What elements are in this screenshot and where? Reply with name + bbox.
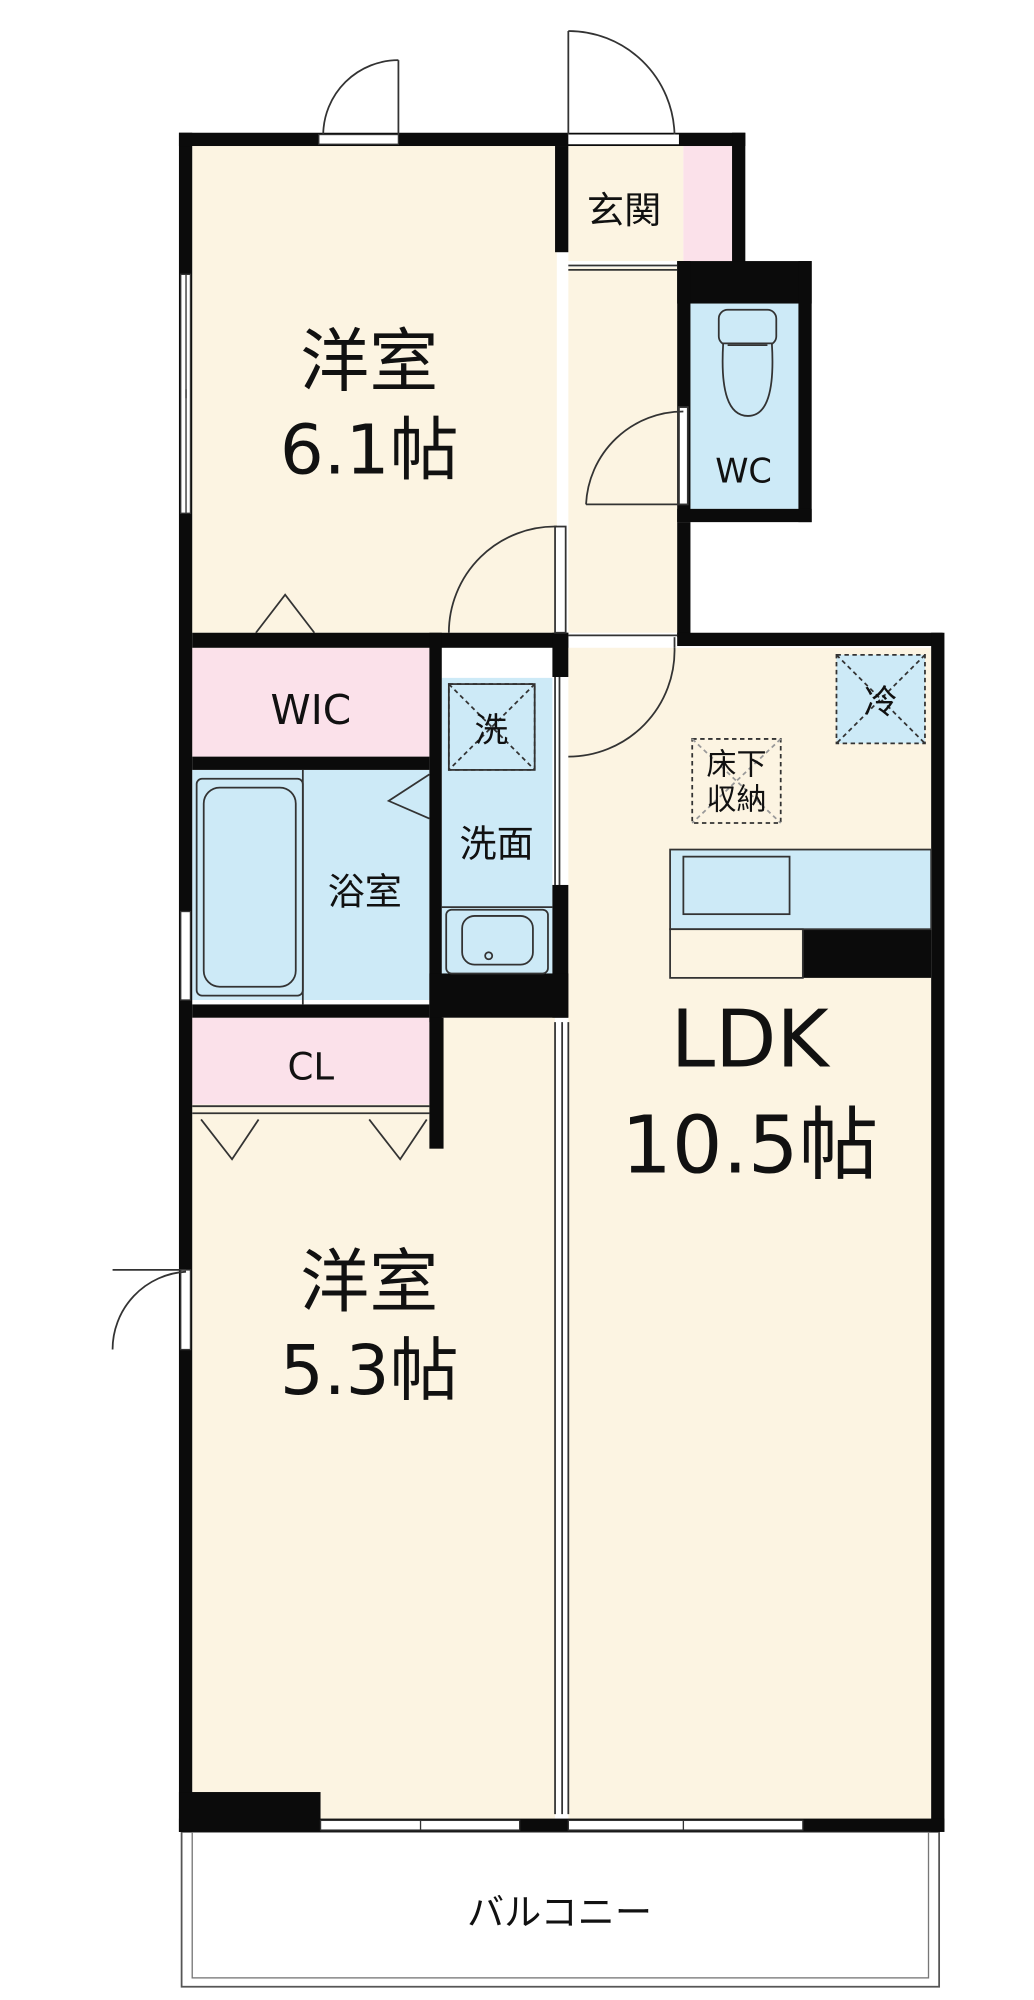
bedroom1-name: 洋室 xyxy=(300,322,438,402)
bedroom2-name: 洋室 xyxy=(300,1242,438,1322)
storage-label-2: 収納 xyxy=(706,783,766,818)
toilet-icon xyxy=(717,308,778,347)
washroom-label: 洗面 xyxy=(459,823,533,866)
bedroom1-size: 6.1帖 xyxy=(280,410,459,490)
entrance-floor xyxy=(568,146,684,262)
bathroom-label: 浴室 xyxy=(328,870,402,913)
wic-floor xyxy=(192,647,430,757)
fixtures xyxy=(195,308,933,1005)
bedroom2-floor xyxy=(192,1017,556,1819)
ldk-floor xyxy=(568,647,932,1819)
closet-label: CL xyxy=(287,1046,334,1089)
fridge-label: 冷 xyxy=(864,682,898,721)
labels: 洋室 6.1帖 玄関 WC WIC 洗 冷 床下 収納 洗面 浴室 LDK 10… xyxy=(270,189,897,1934)
storage-label-1: 床下 xyxy=(706,747,766,782)
wc-label: WC xyxy=(715,451,772,490)
ldk-name: LDK xyxy=(671,992,831,1085)
washer-label: 洗 xyxy=(475,711,509,750)
bedroom1-floor xyxy=(192,146,557,633)
ldk-size: 10.5帖 xyxy=(621,1099,878,1192)
shoebox xyxy=(683,146,737,262)
doors xyxy=(111,30,689,1815)
entrance-label: 玄関 xyxy=(587,189,661,232)
closet-floor-top xyxy=(192,1017,430,1105)
wic-label: WIC xyxy=(270,686,351,734)
balcony-label: バルコニー xyxy=(467,1891,652,1934)
bedroom2-size: 5.3帖 xyxy=(280,1331,459,1411)
hallway-floor xyxy=(568,267,678,633)
